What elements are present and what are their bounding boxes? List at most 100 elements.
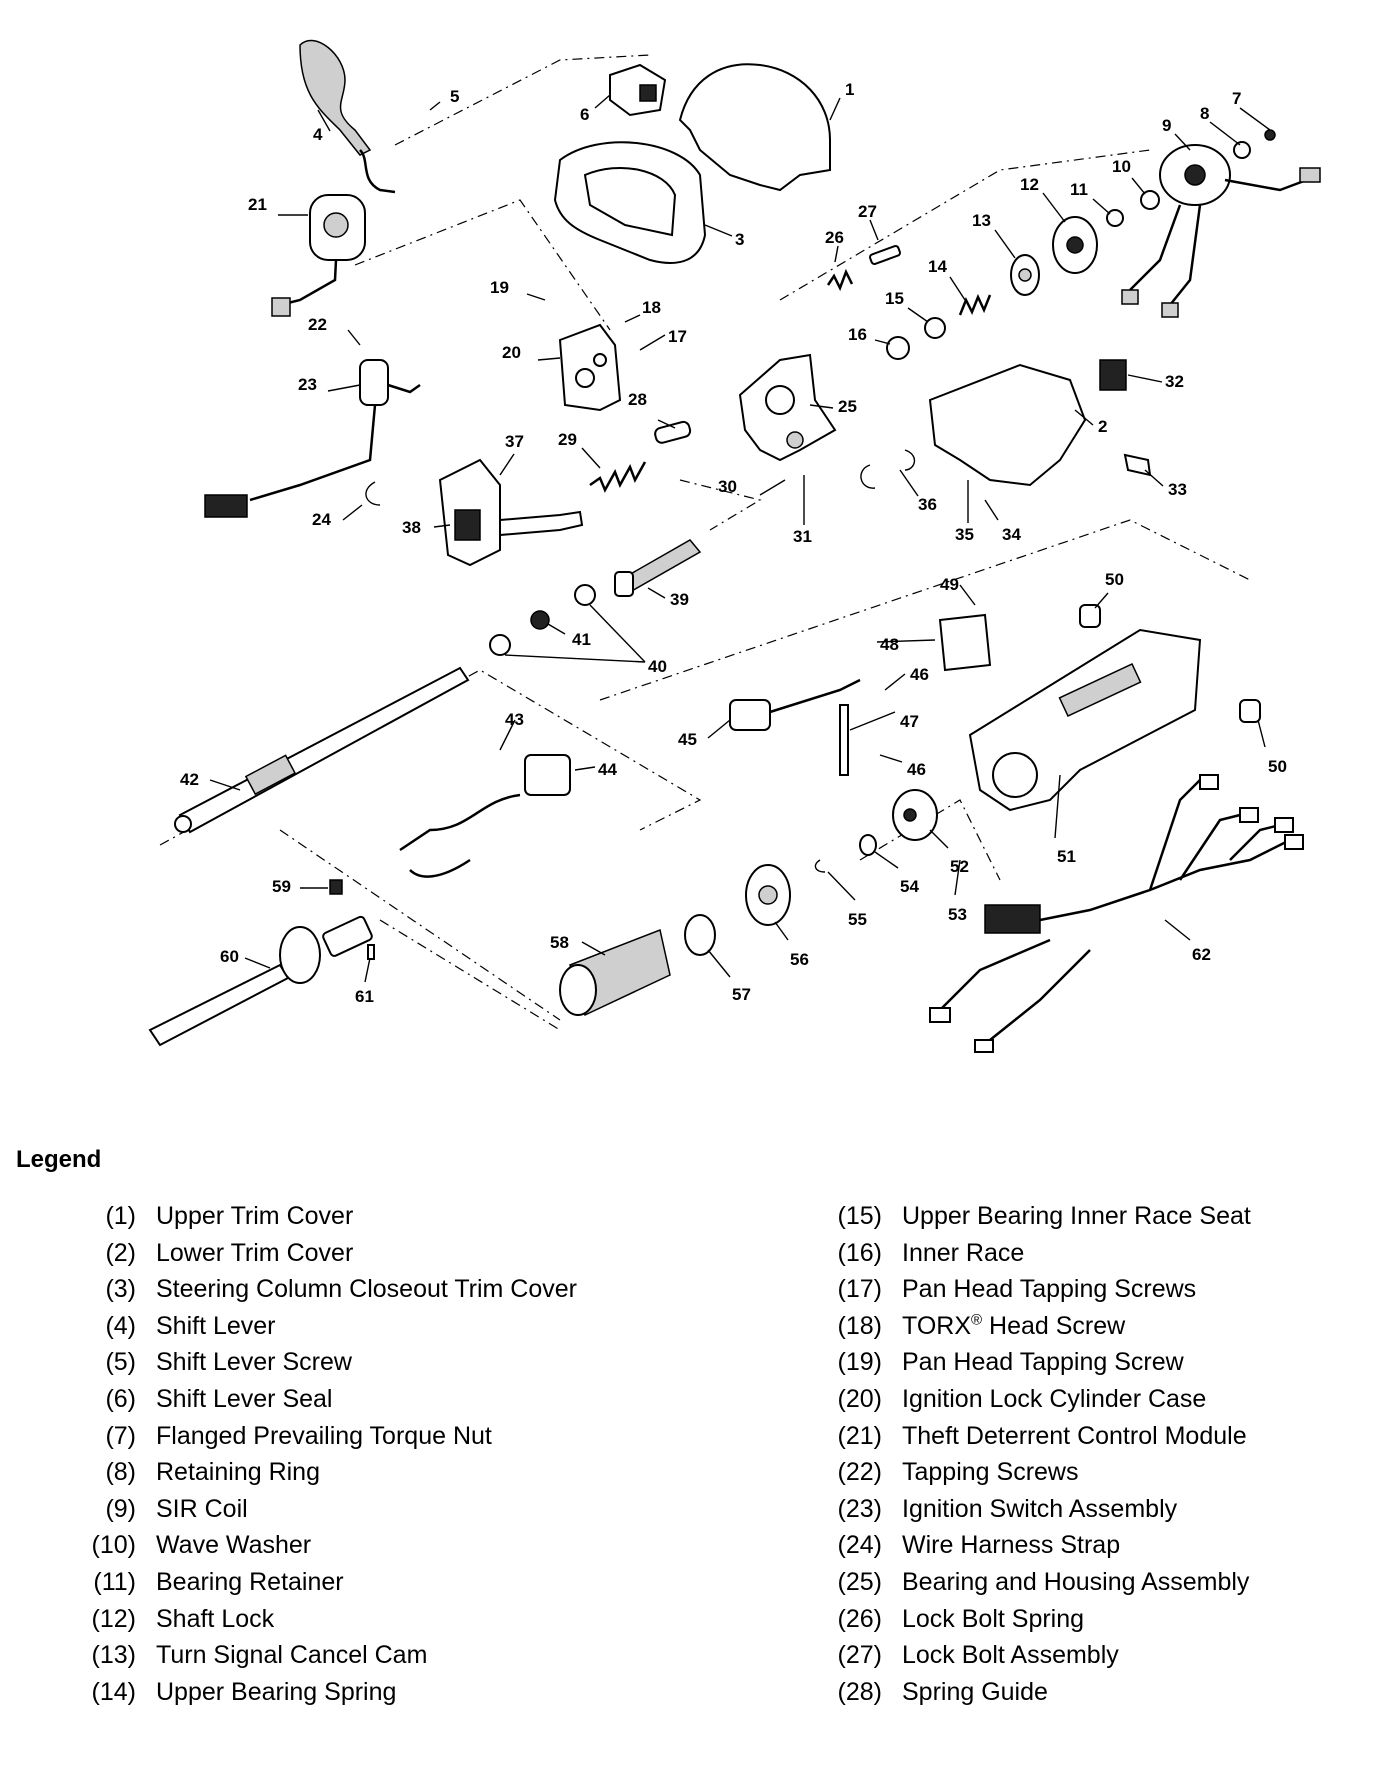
callout-7: 7 (1232, 89, 1241, 108)
legend-number: (9) (105, 1494, 136, 1523)
callout-41: 41 (572, 630, 591, 649)
shift-lever (299, 39, 396, 194)
lock-bolt-spring (826, 268, 854, 292)
legend-label: Pan Head Tapping Screw (902, 1348, 1184, 1377)
callout-5: 5 (450, 87, 459, 106)
legend-number: (24) (837, 1531, 882, 1560)
wave-washer (1140, 190, 1160, 210)
callout-18: 18 (642, 298, 661, 317)
callout-53: 53 (948, 905, 967, 924)
legend-item: (12)Shaft Lock (54, 1601, 577, 1638)
flanged-torque-nut (1264, 129, 1276, 141)
legend-number: (17) (837, 1275, 882, 1304)
wire-harness-strap (365, 481, 381, 506)
exploded-view-diagram: 1 2 3 4 5 6 7 8 9 10 11 12 13 14 15 16 1… (148, 39, 1321, 1053)
callout-13: 13 (972, 211, 991, 230)
legend-item: (5) Shift Lever Screw (54, 1344, 577, 1381)
callout-58: 58 (550, 933, 569, 952)
legend-number: (1) (105, 1202, 136, 1230)
legend-number: (20) (837, 1384, 882, 1413)
legend-label: Wave Washer (156, 1531, 312, 1560)
callout-37: 37 (505, 432, 524, 451)
callout-21: 21 (248, 195, 267, 214)
legend-label-rest: Head Screw (982, 1311, 1126, 1340)
callout-29: 29 (558, 430, 577, 449)
part-52 (892, 789, 938, 841)
legend-label: Theft Deterrent Control Module (902, 1421, 1247, 1450)
callout-31: 31 (793, 527, 812, 546)
steering-shaft (174, 666, 470, 834)
legend-item: (7)Flanged Prevailing Torque Nut (54, 1418, 577, 1455)
legend-item: (18)TORX® Head Screw (800, 1308, 1251, 1345)
upper-trim-cover (678, 63, 831, 192)
callout-8: 8 (1200, 104, 1209, 123)
callout-32: 32 (1165, 372, 1184, 391)
legend-item: (14)Upper Bearing Spring (54, 1674, 577, 1711)
callout-1: 1 (845, 80, 854, 99)
part-61 (367, 944, 375, 960)
callout-3: 3 (735, 230, 744, 249)
legend-label: Lock Bolt Assembly (902, 1641, 1119, 1670)
legend-number: (27) (837, 1641, 882, 1670)
legend-label-torx: TORX (902, 1311, 971, 1340)
legend-item: (23)Ignition Switch Assembly (800, 1491, 1251, 1528)
legend-number: (4) (105, 1311, 136, 1340)
legend-item: (26)Lock Bolt Spring (800, 1601, 1251, 1638)
callout-51: 51 (1057, 847, 1076, 866)
legend-title: Legend (16, 1146, 102, 1173)
multifunction-switch (438, 458, 584, 567)
legend-label: SIR Coil (156, 1494, 248, 1523)
legend-item: (1)Upper Trim Cover (54, 1198, 577, 1235)
callout-2: 2 (1098, 417, 1107, 436)
legend-item: (24)Wire Harness Strap (800, 1527, 1251, 1564)
legend-item: (2)Lower Trim Cover (54, 1235, 577, 1272)
callout-60: 60 (220, 947, 239, 966)
lock-bolt-assembly (869, 245, 901, 265)
legend-label: Retaining Ring (156, 1458, 320, 1487)
legend-item: (4)Shift Lever (54, 1308, 577, 1345)
callout-50b: 50 (1268, 757, 1287, 776)
retaining-ring (1233, 141, 1251, 159)
legend-label: Bearing Retainer (156, 1567, 344, 1596)
callout-26: 26 (825, 228, 844, 247)
part-55 (814, 859, 826, 873)
part-41 (530, 610, 550, 630)
part-48 (938, 613, 992, 672)
legend-label: Shift Lever Screw (156, 1348, 352, 1377)
inner-race (886, 336, 910, 360)
legend-number: (5) (105, 1348, 136, 1377)
legend-number: (23) (837, 1494, 882, 1523)
callout-14: 14 (928, 257, 947, 276)
legend-item: (15)Upper Bearing Inner Race Seat (800, 1198, 1251, 1235)
callout-57: 57 (732, 985, 751, 1004)
legend-label: Upper Bearing Spring (156, 1677, 397, 1706)
shaft-lock (1052, 216, 1098, 274)
legend-item: (28)Spring Guide (800, 1674, 1251, 1711)
legend-label: Bearing and Housing Assembly (902, 1567, 1250, 1596)
legend-item: (3)Steering Column Closeout Trim Cover (54, 1271, 577, 1308)
callout-6: 6 (580, 105, 589, 124)
legend-number: (7) (105, 1421, 136, 1450)
bearing-retainer (1106, 209, 1124, 227)
callout-28: 28 (628, 390, 647, 409)
callout-44: 44 (598, 760, 617, 779)
legend-number: (25) (837, 1567, 882, 1596)
legend-label: Turn Signal Cancel Cam (156, 1641, 428, 1670)
legend-item: (20)Ignition Lock Cylinder Case (800, 1381, 1251, 1418)
callout-34: 34 (1002, 525, 1021, 544)
legend-item: (10)Wave Washer (54, 1527, 577, 1564)
legend-number: (16) (837, 1238, 882, 1267)
callout-55: 55 (848, 910, 867, 929)
legend-number: (13) (91, 1641, 136, 1670)
callout-10: 10 (1112, 157, 1131, 176)
legend-number: (26) (837, 1604, 882, 1633)
part-56 (745, 864, 791, 926)
callout-62: 62 (1192, 945, 1211, 964)
legend-number: (12) (91, 1604, 136, 1633)
legend-item: (17)Pan Head Tapping Screws (800, 1271, 1251, 1308)
legend-number: (28) (837, 1677, 882, 1706)
callout-49: 49 (940, 575, 959, 594)
callout-25: 25 (838, 397, 857, 416)
callout-54: 54 (900, 877, 919, 896)
callout-24: 24 (312, 510, 331, 529)
